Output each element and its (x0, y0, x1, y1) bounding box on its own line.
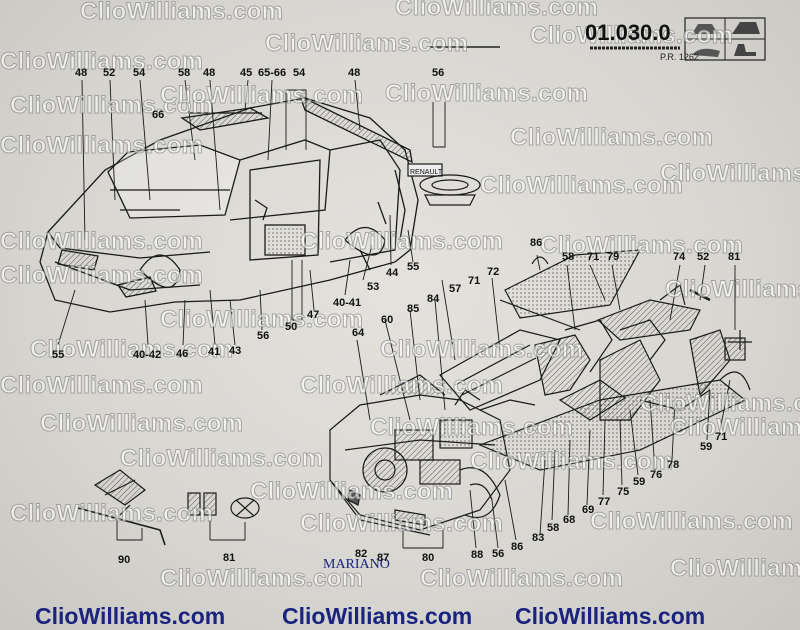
callout-label: 56 (432, 67, 445, 79)
callout-label: 59 (633, 476, 646, 488)
callout-label: 85 (407, 303, 420, 315)
callout-label: 58 (562, 251, 575, 263)
callout-label: 69 (582, 504, 595, 516)
badge-and-spare-wheel: RENAULT (407, 163, 481, 206)
svg-text:RENAULT: RENAULT (410, 169, 443, 176)
callout-label: 86 (530, 237, 543, 249)
callout-label: 59 (700, 441, 713, 453)
callout-label: 58 (178, 67, 191, 79)
plate-reference-number: 01.030.0 (585, 20, 671, 45)
callout-label: 52 (103, 67, 116, 79)
engine-bay-assembly (329, 374, 536, 536)
artist-signature: MARIANO (323, 557, 390, 572)
callout-label: 81 (223, 552, 236, 564)
callout-label: 41 (208, 346, 221, 358)
callout-label: 44 (386, 267, 399, 279)
callout-label: 45 (240, 67, 253, 79)
callout-label: 56 (257, 330, 270, 342)
callout-label: 80 (422, 552, 435, 564)
callout-label: 88 (471, 549, 484, 561)
callout-label: 55 (407, 261, 420, 273)
footer-watermark: ClioWilliams.com (282, 603, 473, 629)
callout-label: 82 (355, 548, 368, 560)
jack-and-tools (77, 469, 166, 546)
callout-label: 43 (229, 345, 242, 357)
callout-label: 65-66 (258, 67, 287, 79)
callout-label: 72 (487, 266, 500, 278)
callout-label: 50 (285, 321, 298, 333)
callout-label: 71 (587, 251, 600, 263)
callout-label: 56 (492, 548, 505, 560)
callout-label: 52 (697, 251, 710, 263)
callout-label: 40-41 (333, 297, 362, 309)
callout-label: 40-42 (133, 349, 162, 361)
fuses-and-bulbs (187, 492, 260, 519)
body-shell (39, 94, 419, 313)
plate-subreference: P.R. 1262 (660, 52, 699, 62)
callout-label: 78 (667, 459, 680, 471)
callout-leaders (57, 79, 736, 549)
callout-label: 55 (52, 349, 65, 361)
callout-label: 86 (511, 541, 524, 553)
callout-label: 68 (563, 514, 576, 526)
callout-label: 74 (673, 251, 686, 263)
callout-label: 83 (532, 532, 545, 544)
callout-label: 48 (75, 67, 88, 79)
callout-label: 76 (650, 469, 663, 481)
callout-label: 66 (152, 109, 165, 121)
callout-label: 58 (547, 522, 560, 534)
callout-label: 81 (728, 251, 741, 263)
callout-label: 90 (118, 554, 131, 566)
callout-label: 84 (427, 293, 440, 305)
callout-label: 77 (598, 496, 611, 508)
callout-label: 47 (307, 309, 320, 321)
callout-label: 46 (176, 348, 189, 360)
callout-label: 64 (352, 327, 365, 339)
callout-label: 75 (617, 486, 630, 498)
footer-watermark: ClioWilliams.com (35, 603, 226, 629)
interior-assembly (439, 249, 752, 471)
callout-label: 79 (607, 251, 620, 263)
footer-watermark: ClioWilliams.com (515, 603, 706, 629)
callout-label: 53 (367, 281, 380, 293)
callout-label: 87 (377, 552, 390, 564)
callout-label: 71 (468, 275, 481, 287)
callout-label: 54 (293, 67, 306, 79)
callout-label: 48 (348, 67, 361, 79)
callout-label: 60 (381, 314, 394, 326)
callout-label: 54 (133, 67, 146, 79)
callout-label: 48 (203, 67, 216, 79)
callout-label: 71 (715, 431, 728, 443)
callout-label: 57 (449, 283, 462, 295)
